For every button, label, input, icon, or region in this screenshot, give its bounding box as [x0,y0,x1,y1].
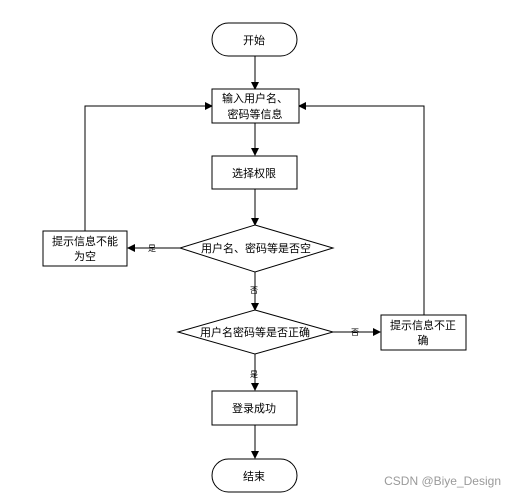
edge-label-empty-no: 否 [250,286,258,295]
login-success-label: 登录成功 [232,401,276,415]
prompt-incorrect-process [380,314,467,351]
edge-label-correct-no: 否 [351,328,359,337]
end-label: 结束 [243,470,265,483]
check-empty-label: 用户名、密码等是否空 [201,241,311,255]
prompt-incorrect-label-line1: 提示信息不正 [390,318,456,332]
input-process [211,88,300,124]
start-label: 开始 [243,33,265,47]
login-success-process [211,390,298,426]
edge-label-correct-yes: 是 [250,370,258,379]
edge-prompt-incorrect-back-to-input [298,102,425,315]
check-empty-decision [178,224,335,273]
watermark: CSDN @Biye_Design [384,474,501,488]
start-terminal [211,22,298,57]
prompt-empty-label-line2: 为空 [74,249,96,263]
input-label-line1: 输入用户名、 [222,91,288,105]
prompt-incorrect-label-line2: 确 [418,334,429,347]
prompt-empty-process [42,230,128,267]
select-permission-process [211,155,298,190]
check-correct-decision [176,309,335,355]
select-permission-label: 选择权限 [232,166,276,180]
input-label-line2: 密码等信息 [228,107,283,121]
edge-prompt-empty-back-to-input [84,102,213,231]
edge-label-empty-yes: 是 [148,244,156,253]
end-terminal [211,458,298,493]
prompt-empty-label-line1: 提示信息不能 [52,234,118,248]
check-correct-label: 用户名密码等是否正确 [200,325,310,339]
